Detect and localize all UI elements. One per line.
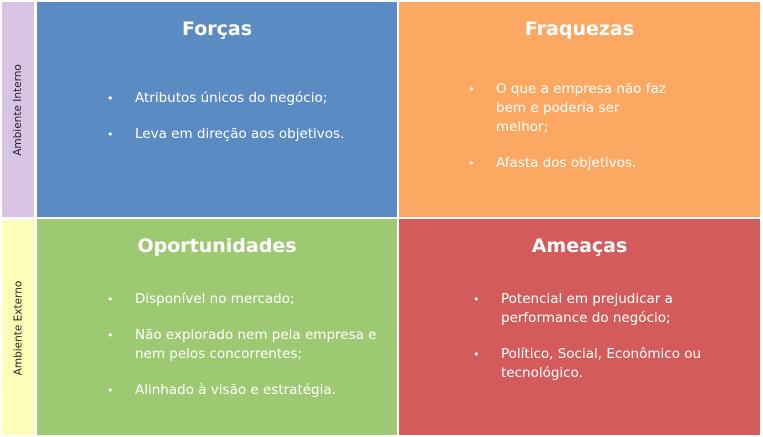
list-item: O que a empresa não faz bem e poderia se… (468, 80, 668, 137)
weaknesses-title: Fraquezas (524, 18, 635, 40)
external-label: Ambiente Externo (12, 280, 25, 375)
list-item: Potencial em prejudicar a performance do… (473, 290, 723, 328)
list-item: Afasta dos objetivos. (468, 154, 668, 173)
side-label-external: Ambiente Externo (2, 220, 34, 435)
quadrant-weaknesses: Fraquezas O que a empresa não faz bem e … (399, 2, 760, 217)
strengths-title: Forças (181, 18, 253, 40)
strengths-list: Atributos únicos do negócio; Leva em dir… (107, 89, 387, 161)
side-label-internal: Ambiente Interno (2, 2, 34, 217)
internal-label: Ambiente Interno (12, 63, 24, 156)
list-item: Alinhado à visão e estratégia. (107, 381, 387, 400)
list-item: Não explorado nem pela empresa e nem pel… (107, 326, 387, 364)
list-item: Disponível no mercado; (107, 290, 387, 309)
list-item: Leva em direção aos objetivos. (107, 125, 387, 144)
opportunities-title: Oportunidades (137, 235, 297, 257)
quadrant-threats: Ameaças Potencial em prejudicar a perfor… (399, 219, 760, 435)
weaknesses-list: O que a empresa não faz bem e poderia se… (468, 80, 668, 190)
quadrant-opportunities: Oportunidades Disponível no mercado; Não… (37, 219, 397, 435)
list-item: Político, Social, Econômico ou tecnológi… (473, 345, 723, 383)
opportunities-list: Disponível no mercado; Não explorado nem… (107, 290, 387, 417)
threats-list: Potencial em prejudicar a performance do… (473, 290, 723, 400)
quadrant-strengths: Forças Atributos únicos do negócio; Leva… (37, 2, 397, 217)
list-item: Atributos únicos do negócio; (107, 89, 387, 108)
threats-title: Ameaças (531, 235, 628, 257)
